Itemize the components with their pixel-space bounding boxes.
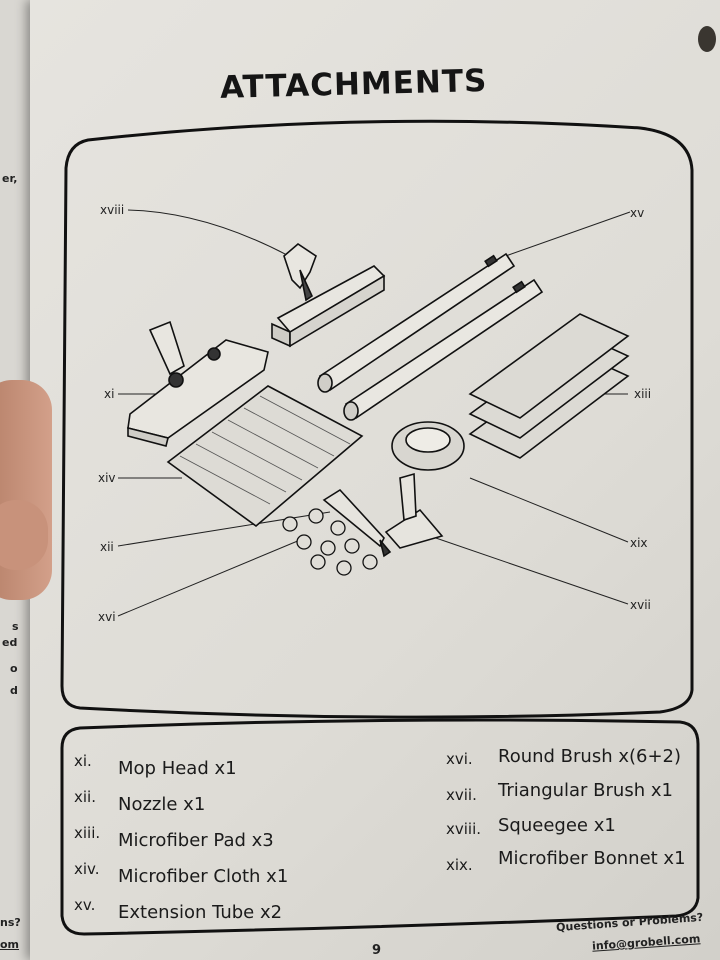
left-page-fragment: s — [12, 620, 19, 633]
manual-page — [30, 0, 720, 960]
nozzle-illustration — [322, 488, 392, 558]
left-page-fragment: om — [0, 938, 20, 951]
legend-label: Nozzle x1 — [118, 794, 206, 815]
legend-number: xvii. — [446, 786, 477, 804]
legend-label: Microfiber Cloth x1 — [118, 866, 289, 887]
round-brush-illustration — [282, 508, 378, 576]
legend-label: Triangular Brush x1 — [498, 780, 673, 801]
callout-xiii: xiii — [634, 387, 652, 401]
microfiber-cloth-illustration — [166, 385, 364, 528]
callout-xiv: xiv — [98, 471, 116, 485]
finger — [0, 500, 48, 570]
callout-xviii: xviii — [100, 203, 125, 217]
callout-xvi: xvi — [98, 610, 116, 624]
legend-number: xi. — [74, 752, 92, 770]
legend-number: xii. — [74, 788, 96, 806]
left-page-fragment: o — [10, 662, 18, 675]
diagram-frame — [60, 119, 694, 719]
legend-label: Extension Tube x2 — [118, 902, 283, 923]
callout-xix: xix — [630, 536, 648, 550]
legend-number: xviii. — [446, 820, 482, 838]
callout-xi: xi — [104, 387, 115, 401]
callout-xv: xv — [630, 206, 645, 220]
legend-number: xvi. — [446, 750, 473, 768]
legend-label: Mop Head x1 — [118, 758, 237, 779]
left-page-fragment: d — [10, 684, 18, 697]
punch-hole — [698, 26, 716, 52]
legend-label: Microfiber Pad x3 — [118, 830, 274, 851]
legend-label: Squeegee x1 — [498, 815, 616, 836]
left-page-fragment: er, — [2, 172, 18, 185]
legend-number: xv. — [74, 896, 96, 914]
legend-number: xiv. — [74, 860, 100, 878]
microfiber-bonnet-illustration — [391, 421, 465, 471]
squeegee-illustration — [271, 242, 386, 348]
callout-xvii: xvii — [630, 598, 651, 612]
callout-xii: xii — [100, 540, 114, 554]
left-page-fragment: ns? — [0, 916, 21, 929]
legend-number: xiii. — [74, 824, 101, 842]
legend-label: Microfiber Bonnet x1 — [498, 848, 686, 869]
extension-tube-illustration — [317, 252, 544, 421]
microfiber-pad-illustration — [468, 313, 630, 459]
legend-number: xix. — [446, 856, 473, 874]
left-page-fragment: ed — [2, 636, 18, 649]
mop-head-illustration — [127, 320, 269, 447]
legend-label: Round Brush x(6+2) — [498, 746, 682, 767]
page-number: 9 — [372, 943, 382, 958]
triangular-brush-illustration — [384, 472, 444, 549]
legend-frame — [60, 718, 700, 936]
